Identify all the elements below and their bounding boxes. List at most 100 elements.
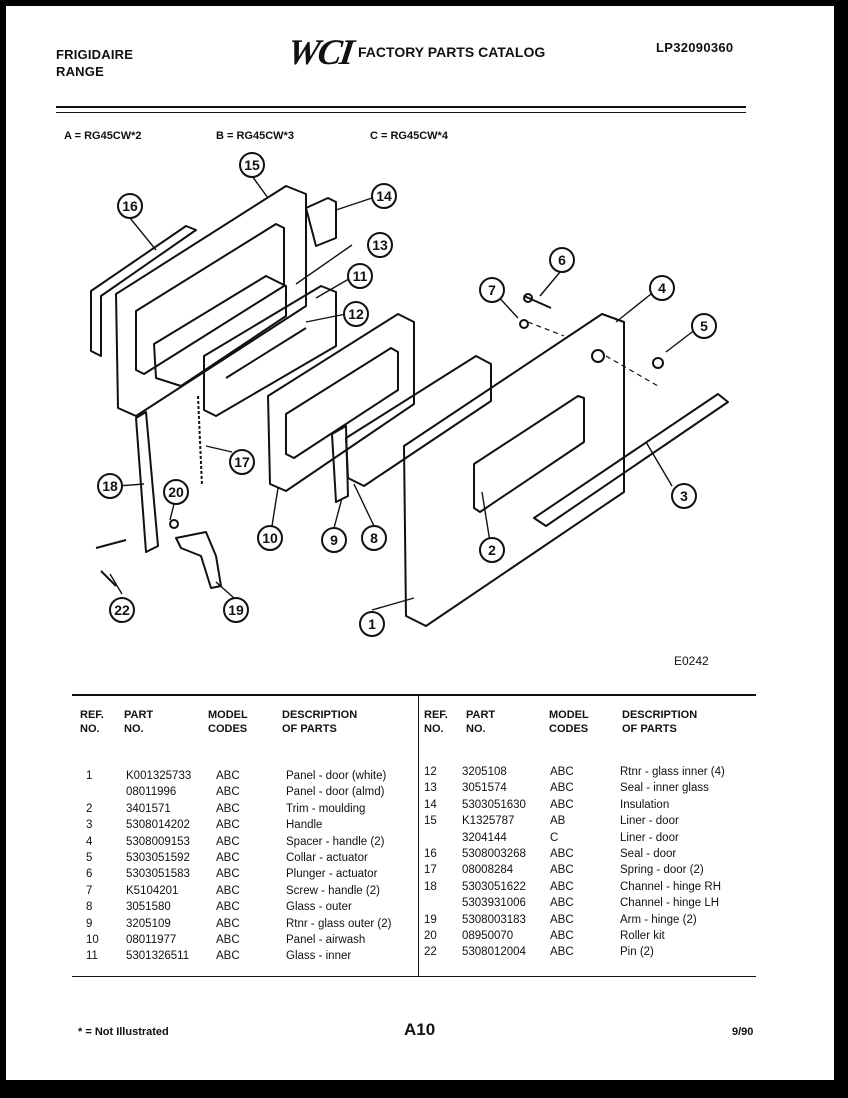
- callout-16: [117, 193, 143, 219]
- ref-cell: 12: [424, 766, 437, 778]
- col-part-right: PART NO.: [466, 709, 496, 735]
- desc-cell: Panel - door (almd): [286, 786, 385, 799]
- callout-label: 2: [488, 542, 496, 558]
- model-cell: ABC: [550, 847, 574, 860]
- callout-label: 8: [370, 530, 378, 546]
- ref-cell: 22: [424, 946, 437, 959]
- part-cell: 08011977: [126, 933, 177, 946]
- ref-cell: 17: [424, 864, 437, 877]
- desc-cell: Arm - hinge (2): [620, 913, 697, 926]
- ref-cell: 1: [86, 770, 93, 782]
- outer-glass-part: [345, 355, 492, 487]
- callout-14: [371, 183, 397, 209]
- hinge-arm-part: [175, 531, 222, 589]
- catalog-page: FRIGIDAIRE RANGE WCI FACTORY PARTS CATAL…: [6, 6, 834, 1080]
- model-a: A = RG45CW*2: [64, 130, 142, 142]
- part-cell: 5308003268: [462, 847, 526, 860]
- desc-cell: Rtnr - glass outer (2): [286, 917, 392, 930]
- part-cell: 5301326511: [126, 950, 190, 963]
- part-cell: 3051574: [462, 782, 507, 795]
- hinge-channel-part: [135, 411, 159, 553]
- model-cell: ABC: [216, 933, 240, 946]
- part-cell: 3204144: [462, 831, 507, 844]
- model-cell: ABC: [550, 864, 574, 877]
- callout-label: 15: [244, 157, 260, 173]
- callout-11: [347, 263, 373, 289]
- col-desc-left: DESCRIPTION OF PARTS: [282, 709, 358, 735]
- callout-10: [257, 525, 283, 551]
- callout-label: 19: [228, 602, 244, 618]
- part-cell: 5303051592: [126, 851, 190, 864]
- table-divider: [418, 696, 419, 976]
- model-cell: ABC: [550, 798, 574, 811]
- ref-cell: 11: [86, 950, 98, 963]
- table-bottom-rule: [72, 976, 756, 977]
- callout-2: [479, 537, 505, 563]
- part-cell: 08950070: [462, 929, 514, 942]
- ref-cell: 16: [424, 847, 437, 860]
- table-top-rule: [72, 694, 756, 696]
- callout-label: 4: [658, 280, 666, 296]
- airwash-panel-part: [267, 313, 415, 492]
- callout-label: 20: [168, 484, 184, 500]
- ref-cell: 18: [424, 880, 437, 893]
- header-rule: [56, 106, 746, 108]
- ref-cell: 15: [424, 815, 437, 828]
- callout-7: [479, 277, 505, 303]
- glass-retainer-part: [331, 425, 349, 503]
- model-cell: AB: [550, 815, 566, 828]
- callout-label: 7: [488, 282, 496, 298]
- part-cell: 5308012004: [462, 946, 526, 959]
- part-cell: 5303931006: [462, 897, 526, 910]
- screw-part: [519, 319, 529, 329]
- desc-cell: Trim - moulding: [286, 802, 366, 815]
- callout-20: [163, 479, 189, 505]
- desc-cell: Channel - hinge LH: [620, 897, 720, 910]
- callout-label: 11: [353, 268, 368, 284]
- ref-cell: 20: [424, 929, 437, 942]
- ref-cell: 2: [86, 802, 93, 815]
- revision-date: 9/90: [732, 1026, 754, 1038]
- desc-cell: Glass - inner: [286, 950, 352, 963]
- col-ref-right: REF. NO.: [424, 709, 448, 735]
- desc-cell: Panel - door (white): [286, 770, 387, 782]
- desc-cell: Handle: [286, 819, 323, 832]
- callout-13: [367, 232, 393, 258]
- door-spring-part: [197, 395, 203, 487]
- model-cell: ABC: [550, 929, 574, 942]
- model-cell: ABC: [216, 901, 240, 914]
- ref-cell: 3: [86, 819, 93, 832]
- callout-17: [229, 449, 255, 475]
- part-cell: 5308014202: [126, 819, 190, 832]
- callout-label: 1: [368, 616, 376, 632]
- callout-22: [109, 597, 135, 623]
- model-cell: ABC: [216, 917, 240, 930]
- callout-8: [361, 525, 387, 551]
- product-type: RANGE: [56, 64, 104, 79]
- model-c: C = RG45CW*4: [370, 130, 448, 142]
- pin-part: [95, 539, 127, 587]
- callout-label: 22: [114, 602, 130, 618]
- col-model-right: MODEL CODES: [549, 709, 589, 735]
- part-cell: 3205108: [462, 766, 507, 778]
- desc-cell: Spacer - handle (2): [286, 835, 385, 848]
- callout-9: [321, 527, 347, 553]
- door-liner-part: [115, 185, 307, 417]
- callout-6: [549, 247, 575, 273]
- ref-cell: 7: [86, 884, 93, 897]
- ref-cell: 9: [86, 917, 93, 930]
- desc-cell: Panel - airwash: [286, 933, 366, 946]
